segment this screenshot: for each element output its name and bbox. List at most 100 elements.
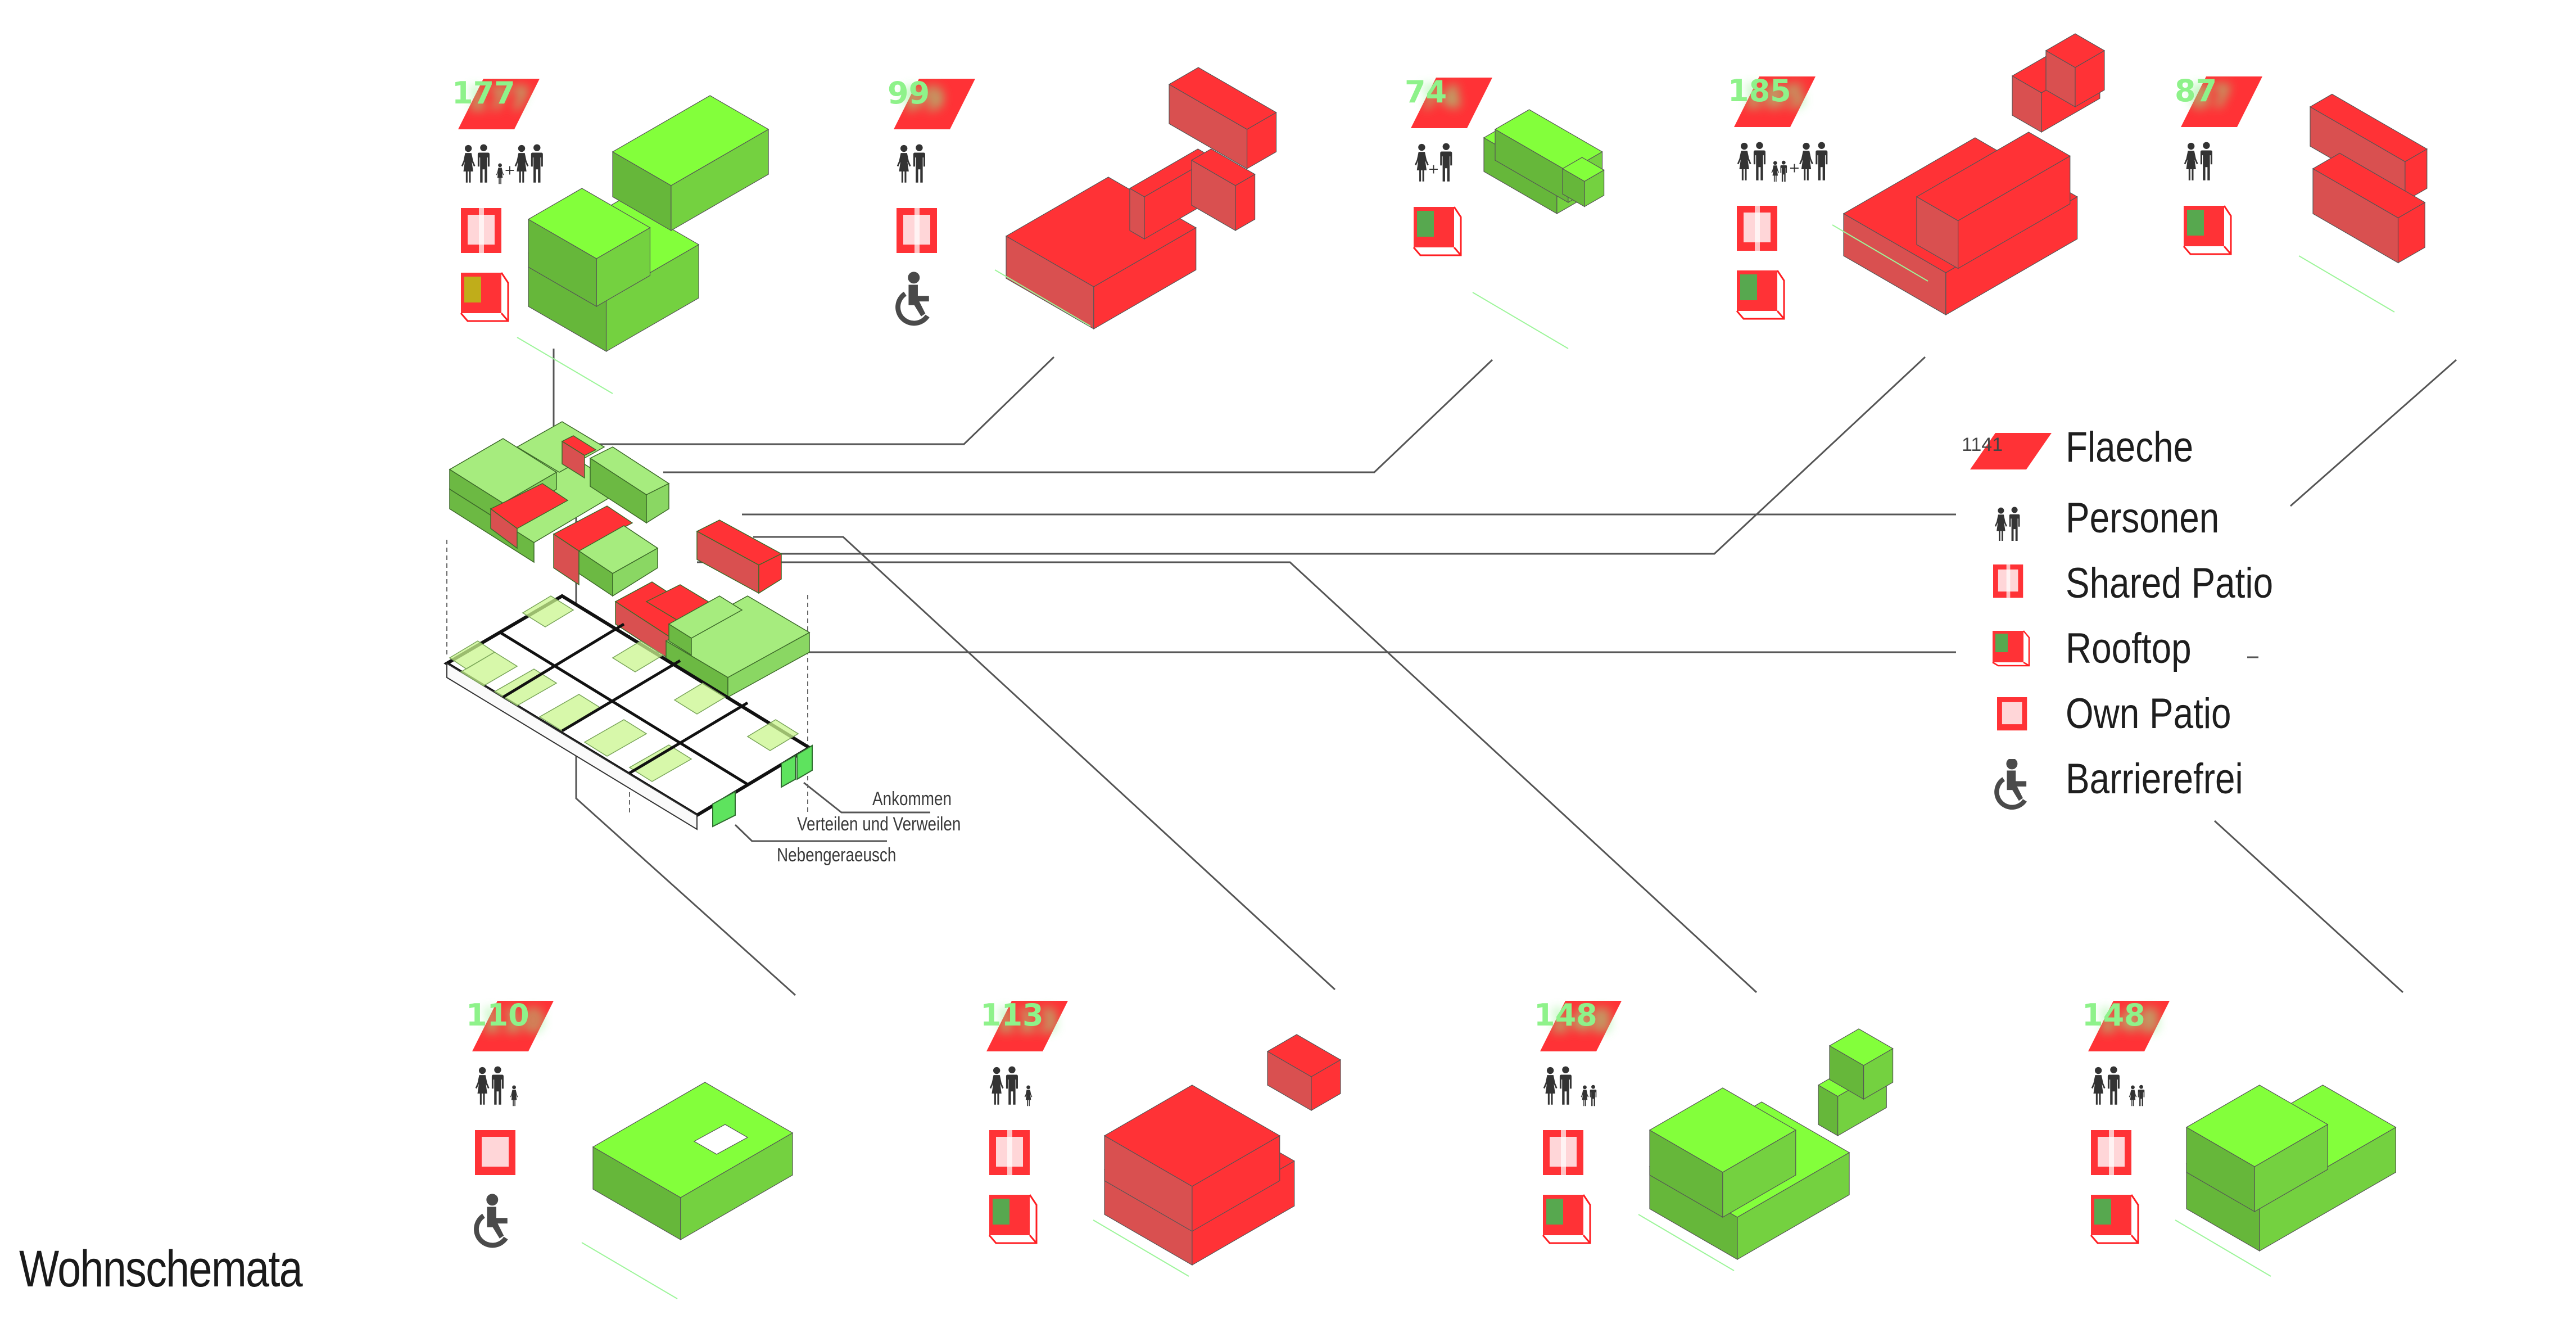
own-patio-icon: [475, 1130, 515, 1175]
persons-icon: [461, 144, 543, 184]
area-value: 177: [452, 75, 515, 111]
area-parallelogram-icon: [986, 1001, 1068, 1051]
mass-face: [1828, 1028, 1894, 1066]
building-mass: [1832, 33, 2106, 316]
own-patio-icon: [1997, 697, 2027, 731]
mass-face: [612, 95, 769, 186]
persons-icon: [897, 144, 925, 183]
mass-face: [2045, 33, 2106, 68]
legend-badge-sample: 1141: [1962, 434, 2003, 455]
mass-face: [2312, 152, 2426, 219]
leader-u9: [2213, 820, 2404, 993]
persons-icon: [476, 1067, 518, 1106]
leader-u4: [753, 356, 1926, 555]
building-mass: [2175, 1085, 2397, 1277]
shared-patio-icon: [1737, 206, 1777, 251]
building-mass: [517, 95, 769, 394]
wheelchair-icon: [898, 272, 929, 323]
shared-patio-icon: [989, 1130, 1030, 1175]
area-value: 87: [2175, 73, 2217, 109]
mass-face: [1561, 157, 1605, 182]
mass-face: [2185, 1085, 2329, 1167]
leader-u6: [575, 500, 796, 996]
area-shadow: 185: [1742, 79, 1806, 114]
area-value: 148: [1534, 997, 1597, 1033]
persons-icon: [1415, 143, 1452, 182]
persons-icon: [1543, 1067, 1597, 1106]
massing-layer: [449, 421, 811, 698]
leader-u3: [663, 359, 1493, 473]
area-value: 74: [1405, 74, 1447, 110]
annotation-verteilen: Verteilen und Verweilen: [797, 814, 961, 835]
area-parallelogram-icon: [1540, 1001, 1622, 1051]
area-parallelogram-icon: [2088, 1001, 2170, 1051]
rooftop-icon: [460, 272, 509, 322]
area-parallelogram-icon: [894, 79, 975, 129]
leader-ankommen: [803, 782, 930, 814]
mass-face: [1494, 109, 1603, 172]
area-parallelogram-icon: [458, 79, 540, 129]
area-value: 185: [1728, 73, 1791, 109]
mass-face: [1266, 1034, 1342, 1077]
mass-face: [1190, 148, 1256, 186]
floorplan-layer: [443, 594, 813, 830]
annotation-nebengeraeusch: Nebengeraeusch: [777, 844, 897, 866]
area-shadow: 74: [1419, 80, 1461, 115]
wheelchair-icon: [1962, 759, 2057, 815]
rooftop-icon: [1992, 630, 2030, 667]
mass-face: [1649, 1087, 1797, 1173]
legend-label: Flaeche: [2066, 423, 2194, 471]
area-shadow: 148: [2097, 1003, 2160, 1038]
legend-label: Own Patio: [2066, 690, 2231, 738]
central-axonometric-model: [443, 421, 813, 830]
area-value: 113: [980, 997, 1044, 1033]
shared-patio-icon: [461, 208, 501, 253]
area-parallelogram-icon: [1734, 76, 1816, 127]
rooftop-icon: [2183, 205, 2232, 255]
building-mass: [1472, 109, 1605, 349]
area-shadow: 99: [902, 81, 944, 116]
legend-label: Barrierefrei: [2066, 755, 2243, 803]
area-parallelogram-icon: [2181, 76, 2262, 127]
area-shadow: 110: [481, 1003, 544, 1038]
rooftop-icon: [1736, 270, 1785, 320]
building-mass: [1093, 1034, 1342, 1277]
shared-patio-icon: [1993, 564, 2023, 598]
mass-face: [1916, 132, 2071, 222]
area-value: 99: [888, 75, 930, 111]
wheelchair-icon: [476, 1194, 507, 1245]
persons-icon: [1737, 142, 1828, 182]
mass-face: [527, 188, 651, 259]
building-mass: [581, 1082, 794, 1299]
area-shadow: 87: [2189, 79, 2231, 114]
leader-lines: [553, 349, 2457, 996]
leader-u5: [2290, 359, 2457, 507]
legend-label: Shared Patio: [2066, 559, 2274, 607]
persons-icon: [990, 1067, 1033, 1106]
projection-lines: [446, 540, 808, 815]
annotation-ankommen: Ankommen: [872, 788, 952, 810]
building-mass: [2298, 93, 2428, 313]
leader-nebengeraeusch: [734, 824, 887, 842]
legend-label: Rooftop: [2066, 625, 2192, 672]
area-parallelogram-icon: [472, 1001, 554, 1051]
area-shadow: 177: [467, 81, 530, 116]
mass-face: [1168, 67, 1277, 130]
rooftop-icon: [1413, 206, 1462, 256]
building-mass: [1638, 1028, 1894, 1271]
persons-icon: [1962, 494, 2057, 550]
